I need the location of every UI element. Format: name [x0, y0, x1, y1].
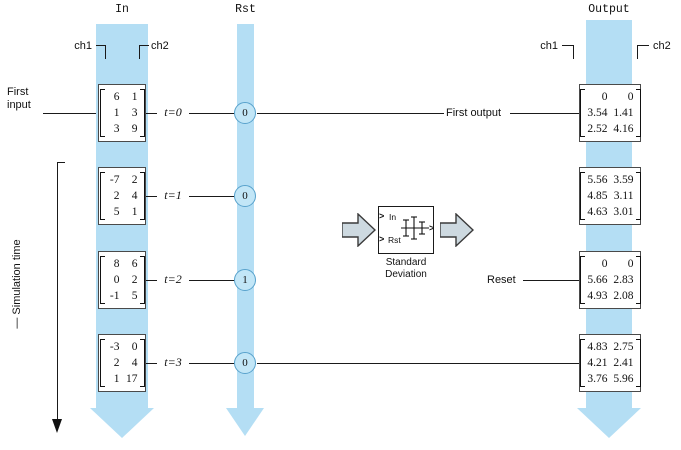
t3-line-to-output	[257, 363, 579, 364]
in-ch2-label: ch2	[151, 40, 169, 52]
t1-line-to-rst	[189, 196, 235, 197]
rst-value-t3: 0	[234, 352, 256, 374]
in-band-arrow	[90, 408, 154, 438]
first-input-line	[43, 113, 96, 114]
out-ch1-bracket	[562, 45, 574, 59]
block-in-port: >	[379, 212, 385, 222]
out-ch2-bracket	[637, 45, 649, 59]
block-out-port: >	[429, 224, 435, 234]
first-output-line	[510, 113, 579, 114]
t3-line-to-rst	[189, 363, 235, 364]
output-column-header: Output	[588, 3, 630, 16]
reset-line	[523, 280, 579, 281]
rst-column-header: Rst	[235, 3, 256, 16]
time-label-t1: t=1	[164, 188, 182, 202]
first-output-label: First output	[446, 107, 502, 119]
output-band-arrow	[577, 408, 641, 438]
in-ch1-bracket	[96, 45, 106, 59]
t0-line-to-rst	[189, 113, 235, 114]
block-rst-port-label: Rst	[388, 235, 401, 245]
rst-band	[237, 24, 254, 408]
t0-line-to-first-output	[257, 113, 444, 114]
rst-value-t2: 1	[234, 269, 256, 291]
rst-value-t1: 0	[234, 185, 256, 207]
in-column-header: In	[115, 3, 129, 16]
out-ch2-label: ch2	[653, 40, 671, 52]
time-label-t3: t=3	[164, 355, 182, 369]
block-caption: Standard Deviation	[385, 257, 427, 280]
t1-line-left	[146, 196, 157, 197]
flow-arrow-right-icon	[440, 213, 474, 247]
t2-line-to-rst	[189, 280, 235, 281]
time-label-t0: t=0	[164, 105, 182, 119]
block-in-port-label: In	[389, 212, 397, 222]
simulation-time-axis-tick	[57, 162, 65, 163]
t3-line-left	[146, 363, 157, 364]
time-label-t2: t=2	[164, 272, 182, 286]
reset-label: Reset	[487, 274, 516, 286]
first-input-label: First input	[7, 86, 31, 111]
simulation-time-label: — Simulation time	[11, 239, 23, 329]
rst-value-t0: 0	[234, 102, 256, 124]
in-ch1-label: ch1	[74, 40, 92, 52]
out-ch1-label: ch1	[540, 40, 558, 52]
t2-line-left	[146, 280, 157, 281]
block-rst-port: >	[379, 235, 385, 245]
simulation-time-arrowhead-icon	[52, 419, 62, 433]
t0-line-left	[146, 113, 157, 114]
standard-deviation-block	[378, 206, 434, 254]
rst-band-arrow	[226, 408, 264, 436]
flow-arrow-left-icon	[342, 213, 376, 247]
in-ch2-bracket	[139, 45, 149, 59]
simulation-time-axis	[57, 162, 58, 420]
std-deviation-icon	[401, 216, 429, 240]
